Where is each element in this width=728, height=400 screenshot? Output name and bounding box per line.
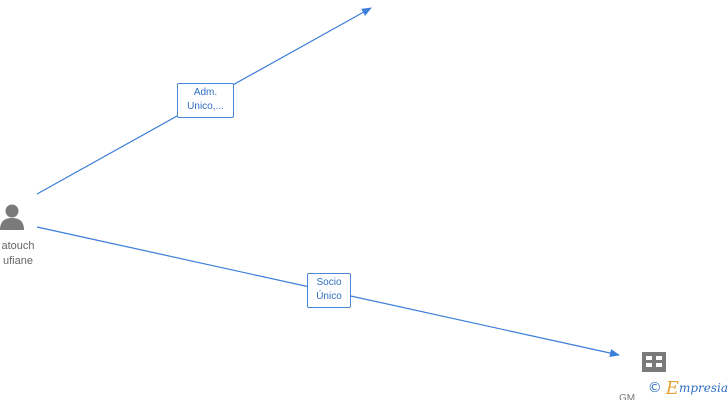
brand-initial: E bbox=[665, 377, 679, 399]
person-icon[interactable] bbox=[0, 203, 26, 231]
edge-label-line: Único bbox=[316, 291, 342, 302]
copyright-icon: © bbox=[647, 380, 662, 396]
brand-name: mpresia bbox=[678, 381, 728, 395]
edge-label-line: Adm. bbox=[193, 87, 218, 98]
edge-label-line: Unico,... bbox=[187, 101, 224, 112]
person-name-line: ufiane bbox=[3, 255, 33, 267]
company-name[interactable]: GM bbox=[618, 393, 636, 400]
edge-label-line: Socio bbox=[316, 277, 342, 288]
edge-label-adm-unico[interactable]: Adm. Unico,... bbox=[177, 83, 234, 118]
building-icon[interactable] bbox=[642, 352, 666, 372]
edge-label-socio-unico[interactable]: Socio Único bbox=[307, 273, 351, 308]
empresia-watermark: © E mpresia bbox=[645, 377, 728, 399]
person-name-line: atouch bbox=[1, 240, 35, 252]
person-name[interactable]: atouch ufiane bbox=[0, 239, 50, 269]
